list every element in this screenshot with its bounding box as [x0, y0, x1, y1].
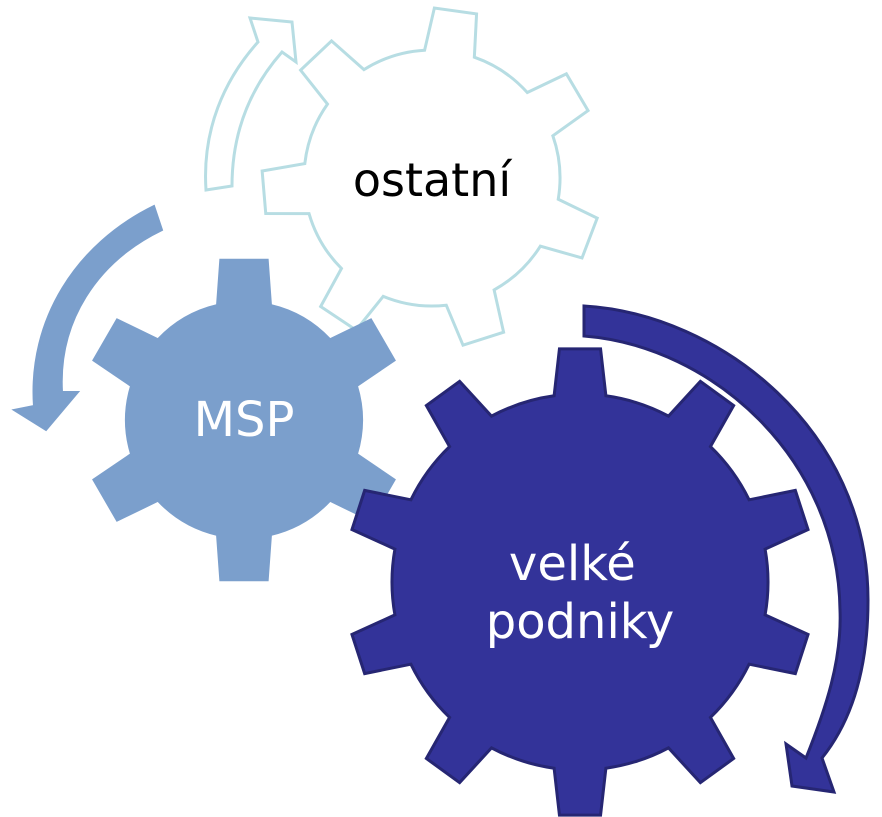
gear-msp: MSP	[92, 258, 396, 582]
arrow-ostatni	[204, 16, 298, 192]
gear-ostatni-shape	[260, 6, 600, 347]
gear-velke-podniky-shape	[350, 347, 810, 817]
gear-msp-label: MSP	[194, 392, 295, 448]
gear-msp-label-line-1: MSP	[194, 392, 295, 448]
gear-velke-podniky-label: velké podniky	[486, 536, 675, 650]
gear-ostatni-label: ostatní	[353, 153, 513, 207]
gear-ostatni-label-line-1: ostatní	[353, 153, 513, 207]
gear-msp-shape	[92, 258, 396, 582]
gear-velke-podniky-label-line-2: podniky	[486, 594, 675, 650]
arrow-velke-podniky	[582, 304, 870, 794]
gear-ostatni: ostatní	[260, 6, 600, 347]
gear-velke-podniky: velké podniky	[350, 347, 810, 817]
arrow-msp	[11, 204, 164, 432]
gear-velke-podniky-label-line-1: velké	[509, 536, 636, 592]
